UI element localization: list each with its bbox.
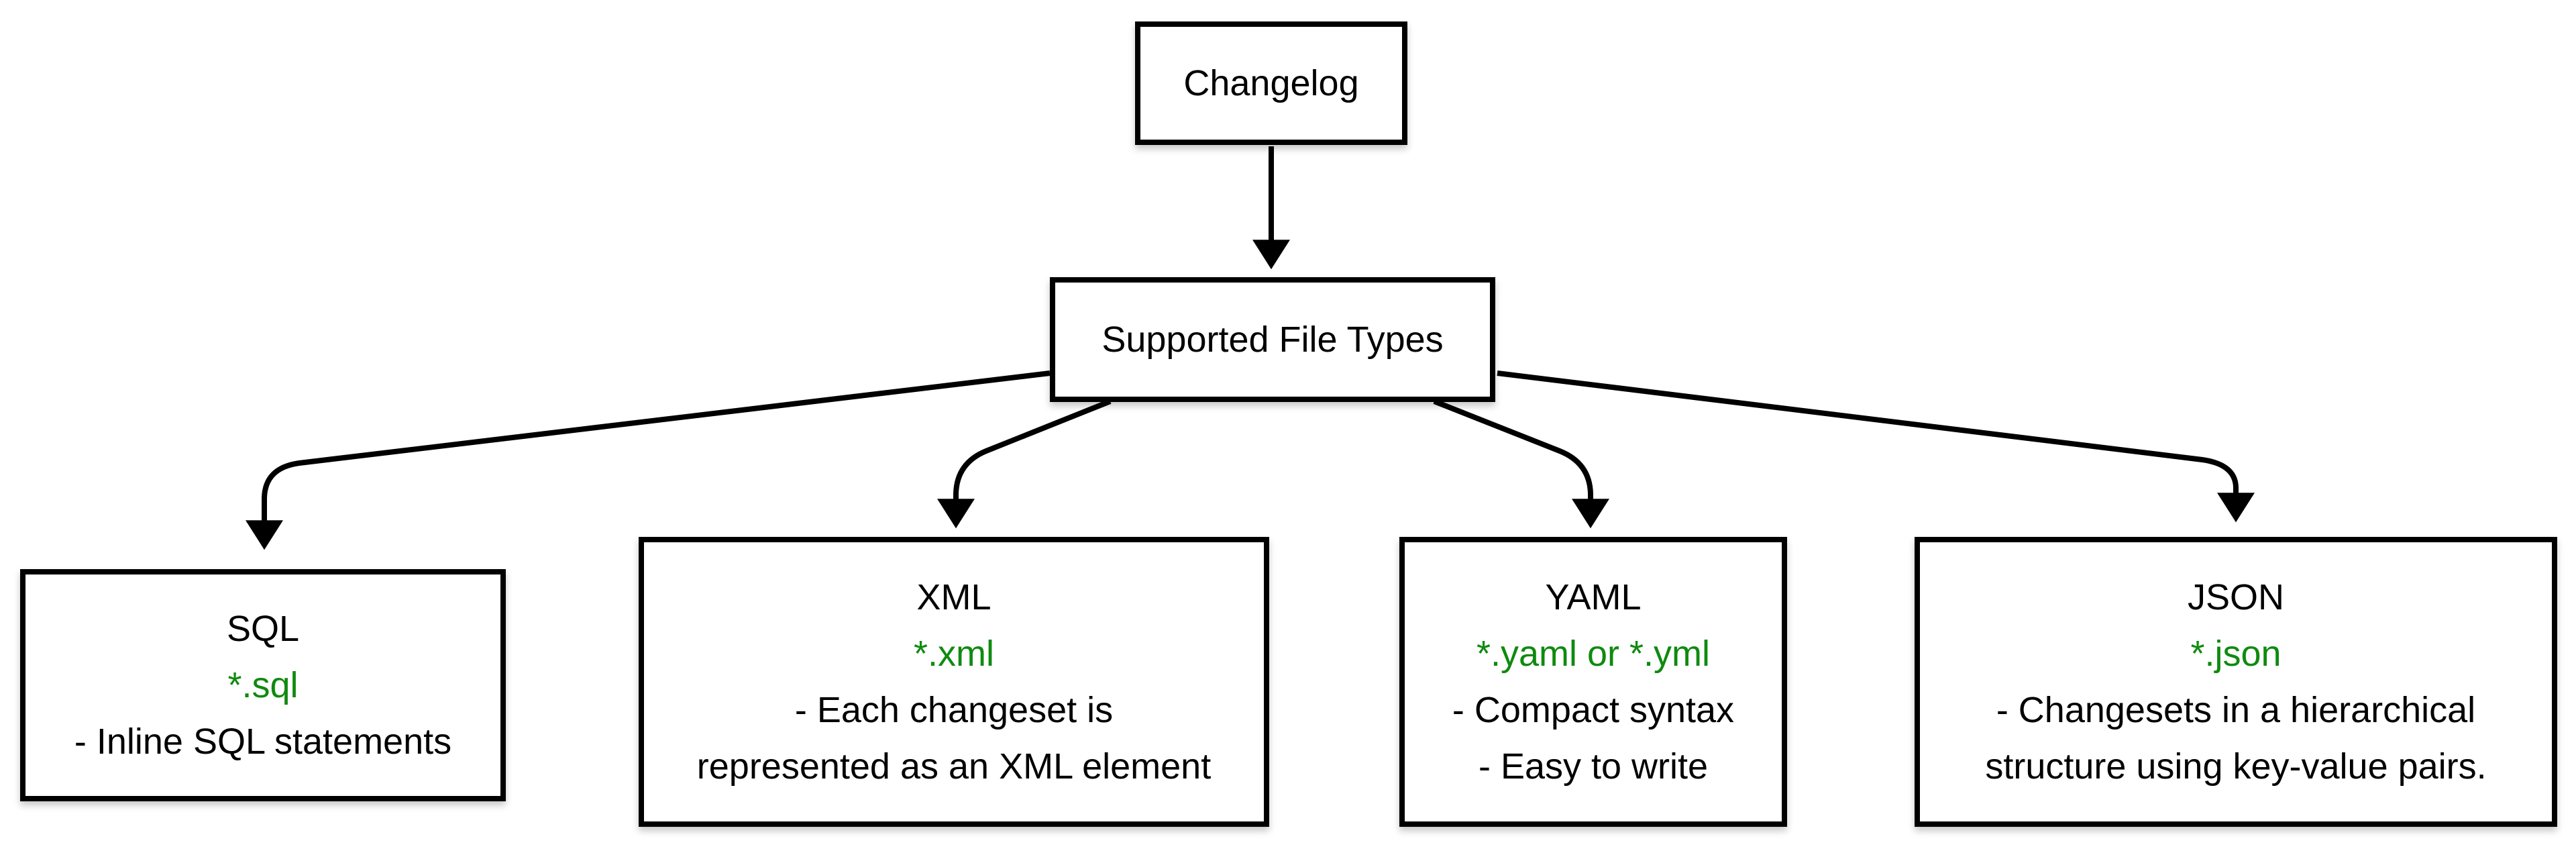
node-label: Changelog xyxy=(1183,63,1359,103)
node-extension: *.sql xyxy=(227,665,299,705)
node-xml: XML *.xml - Each changeset is represente… xyxy=(639,537,1269,827)
node-desc-line: - Changesets in a hierarchical xyxy=(1996,690,2476,730)
node-extension: *.xml xyxy=(914,634,994,674)
connector-hub-to-json xyxy=(1497,370,2255,523)
node-desc-line: represented as an XML element xyxy=(696,746,1212,787)
node-extension: *.json xyxy=(2190,634,2282,674)
node-desc-line: - Inline SQL statements xyxy=(74,721,452,762)
node-title: SQL xyxy=(226,609,300,649)
node-desc-line: structure using key-value pairs. xyxy=(1985,746,2487,787)
node-supported-file-types: Supported File Types xyxy=(1050,277,1495,402)
connector-hub-to-yaml xyxy=(1433,399,1609,529)
node-changelog: Changelog xyxy=(1135,21,1407,145)
node-sql: SQL *.sql - Inline SQL statements xyxy=(20,569,506,801)
node-desc-line: - Easy to write xyxy=(1478,746,1709,787)
node-desc-line: - Compact syntax xyxy=(1452,690,1735,730)
node-extension: *.yaml or *.yml xyxy=(1476,634,1711,674)
node-json: JSON *.json - Changesets in a hierarchic… xyxy=(1915,537,2557,827)
node-yaml: YAML *.yaml or *.yml - Compact syntax - … xyxy=(1399,537,1787,827)
node-label: Supported File Types xyxy=(1102,319,1444,360)
node-title: YAML xyxy=(1545,577,1642,617)
node-desc-line: - Each changeset is xyxy=(794,690,1114,730)
connector-hub-to-sql xyxy=(246,370,1051,550)
node-title: XML xyxy=(916,577,991,617)
node-title: JSON xyxy=(2187,577,2285,617)
connector-hub-to-xml xyxy=(937,399,1112,529)
